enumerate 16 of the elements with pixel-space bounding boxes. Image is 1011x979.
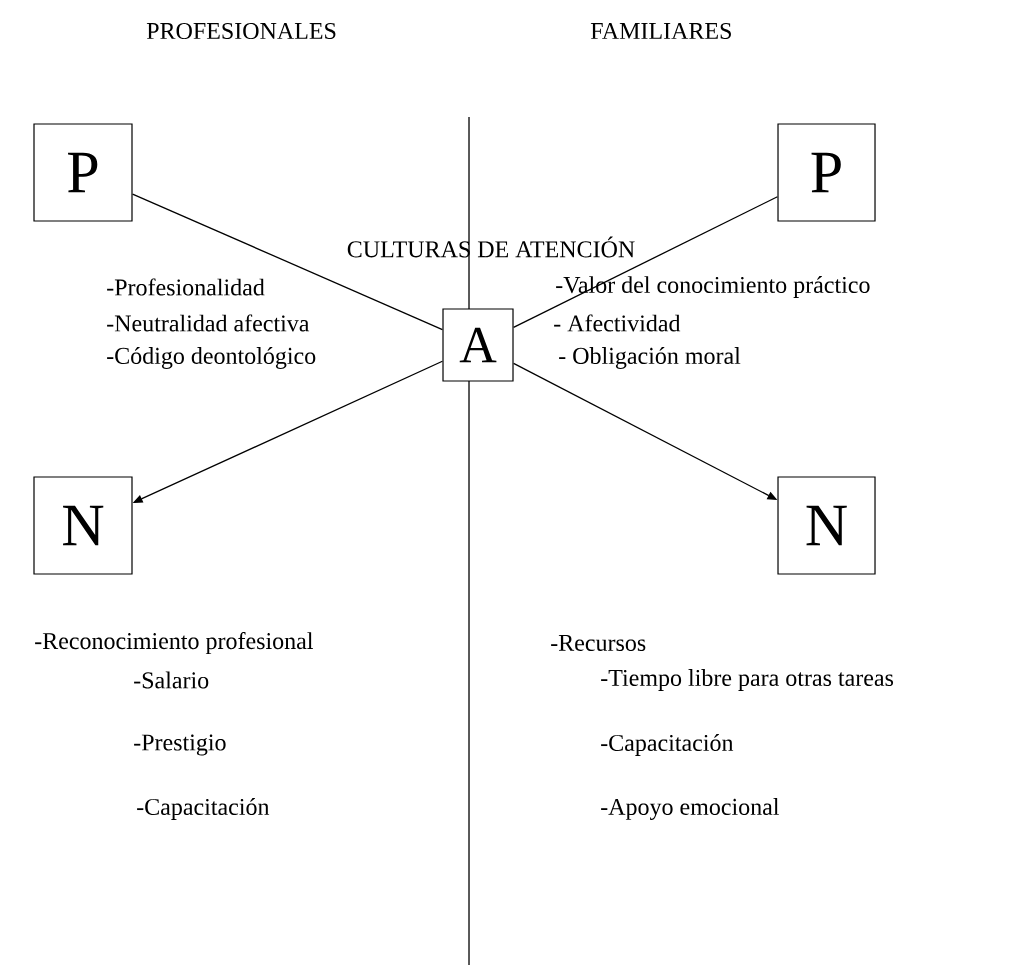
- list-item: -Capacitación: [137, 798, 270, 820]
- list-item: -Apoyo emocional: [601, 798, 779, 820]
- list-item: - Obligación moral: [559, 347, 741, 369]
- list-item: -Neutralidad afectiva: [107, 314, 310, 332]
- list-item: -Salario: [134, 671, 209, 689]
- letter-box: N: [777, 476, 876, 575]
- letter-box: N: [33, 476, 133, 575]
- list-item: FAMILIARES: [590, 22, 731, 40]
- list-item: -Prestigio: [134, 734, 226, 756]
- letter-box: P: [777, 123, 876, 222]
- letter-box: A: [442, 308, 514, 382]
- list-item: -Profesionalidad: [107, 278, 265, 296]
- list-item: -Recursos: [551, 635, 646, 651]
- list-item: -Código deontológico: [107, 347, 316, 369]
- letter-box: P: [33, 123, 133, 222]
- list-item: -Capacitación: [601, 734, 734, 756]
